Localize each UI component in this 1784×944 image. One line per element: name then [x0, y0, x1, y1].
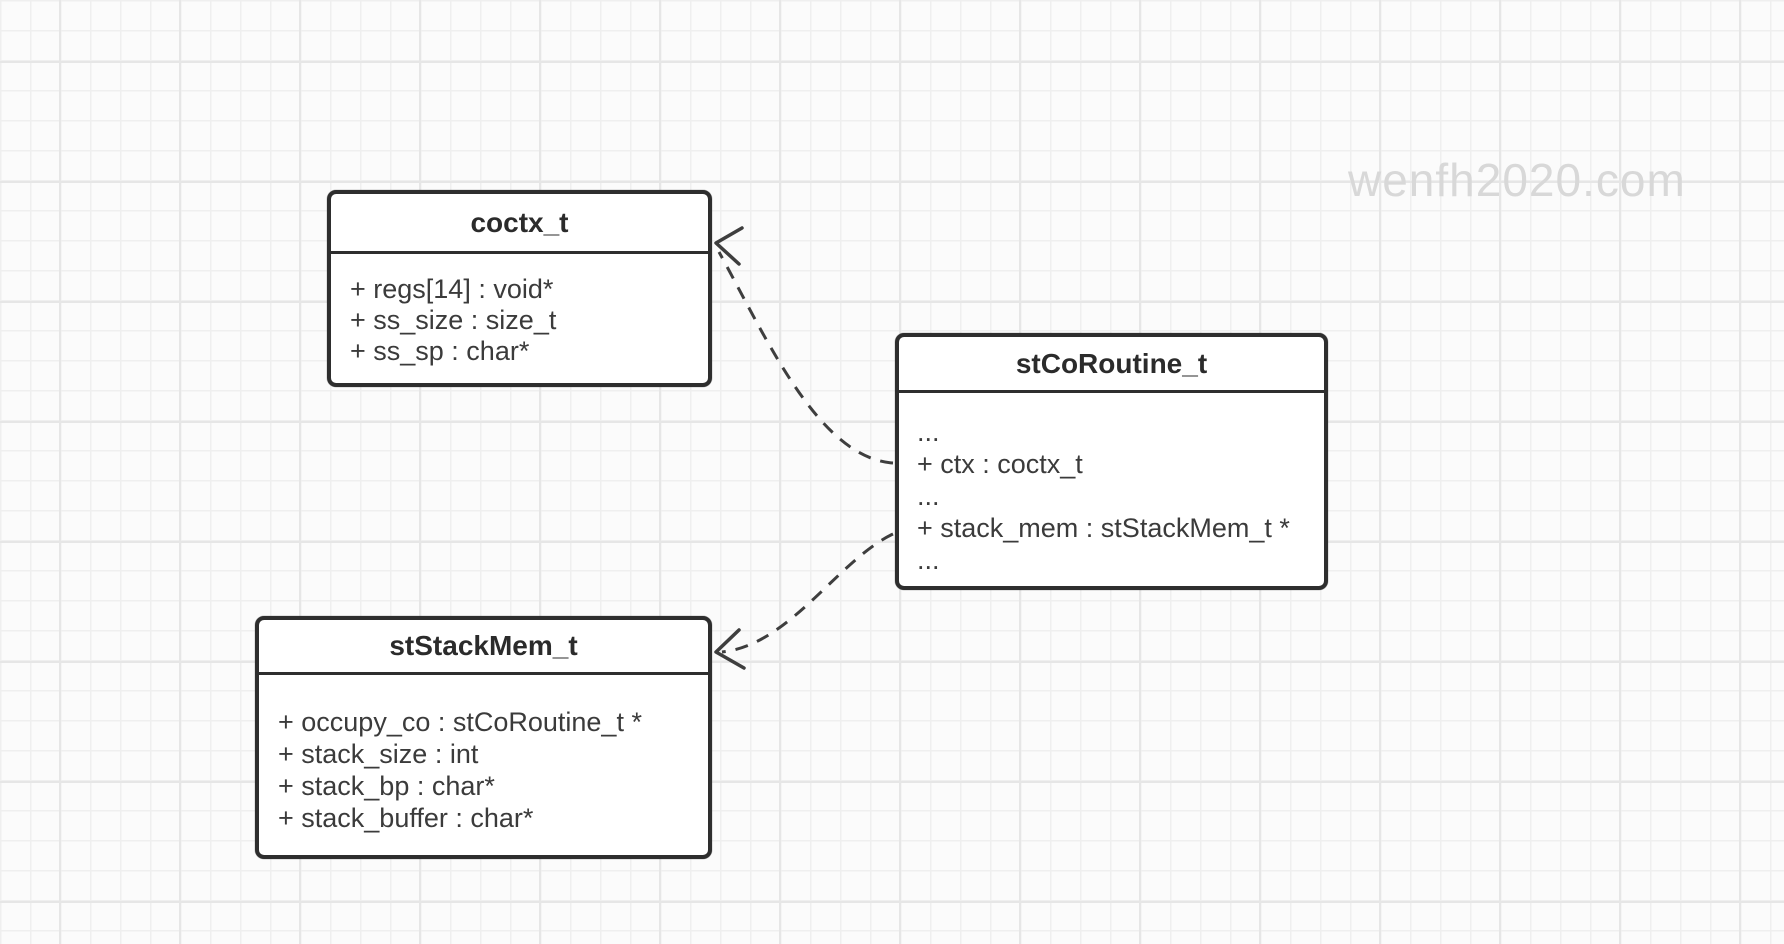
connector-ctx-to-coctx_t — [717, 251, 894, 465]
connector-stack_mem-to-stStackMem_t — [721, 532, 894, 654]
watermark: wenfh2020.com — [1348, 154, 1686, 206]
open-arrowhead-icon — [714, 628, 746, 670]
member-line: + stack_size : int — [278, 738, 479, 769]
class-title: stCoRoutine_t — [899, 337, 1324, 393]
member-line: ... — [917, 544, 940, 575]
member-line: + ss_size : size_t — [350, 305, 557, 335]
class-members: + occupy_co : stCoRoutine_t * + stack_si… — [259, 675, 708, 834]
member-line: + ctx : coctx_t — [917, 448, 1083, 479]
member-line: ... — [917, 416, 940, 447]
class-stStackMem_t: stStackMem_t + occupy_co : stCoRoutine_t… — [255, 616, 712, 859]
open-arrowhead-icon — [714, 226, 744, 266]
member-line: + occupy_co : stCoRoutine_t * — [278, 706, 642, 737]
member-line: + regs[14] : void* — [350, 274, 554, 304]
class-members: + regs[14] : void* + ss_size : size_t + … — [331, 254, 708, 367]
class-stCoRoutine_t: stCoRoutine_t ... + ctx : coctx_t ... + … — [895, 333, 1328, 590]
class-title: stStackMem_t — [259, 620, 708, 675]
class-members: ... + ctx : coctx_t ... + stack_mem : st… — [899, 393, 1324, 576]
member-line: + ss_sp : char* — [350, 336, 530, 366]
member-line: + stack_buffer : char* — [278, 802, 534, 833]
member-line: + stack_bp : char* — [278, 770, 495, 801]
member-line: ... — [917, 480, 940, 511]
class-title: coctx_t — [331, 194, 708, 254]
member-line: + stack_mem : stStackMem_t * — [917, 512, 1290, 543]
class-coctx_t: coctx_t + regs[14] : void* + ss_size : s… — [327, 190, 712, 387]
